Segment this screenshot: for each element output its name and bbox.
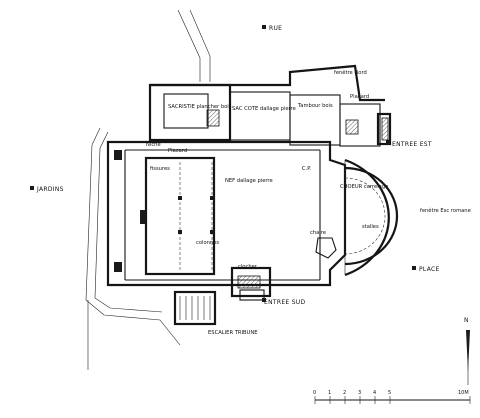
label-sacristie: SACRISTIE plancher bois bbox=[168, 104, 232, 110]
label-niche: Niche bbox=[146, 142, 161, 148]
apse bbox=[344, 158, 399, 277]
bell-tower bbox=[230, 266, 272, 301]
scale-tick-1: 1 bbox=[328, 390, 331, 396]
north-arrow: N bbox=[464, 317, 470, 385]
aisle-block bbox=[144, 156, 216, 276]
pulpit bbox=[315, 237, 337, 259]
label-fenetre-nord: fenêtre Nord bbox=[334, 69, 367, 76]
label-entree-est: ENTREE EST bbox=[392, 141, 432, 148]
east-entrance-porch bbox=[376, 112, 392, 146]
label-stalles: stalles bbox=[362, 224, 379, 230]
scale-bar: 0 1 2 3 4 5 10M bbox=[313, 390, 471, 404]
label-placard-top: Placard bbox=[350, 94, 369, 100]
scale-end: 10M bbox=[458, 390, 469, 396]
label-rue: RUE bbox=[269, 25, 282, 32]
scale-tick-0: 0 bbox=[313, 390, 316, 396]
scale-tick-4: 4 bbox=[373, 390, 376, 396]
label-clocher: clocher bbox=[238, 264, 258, 270]
label-entree-sud: ENTREE SUD bbox=[264, 299, 306, 306]
label-nef: NEF dallage pierre bbox=[225, 178, 273, 184]
garden-boundary bbox=[85, 127, 181, 370]
label-choeur: CHOEUR carrelage bbox=[340, 184, 388, 190]
scale-tick-3: 3 bbox=[358, 390, 361, 396]
scale-tick-2: 2 bbox=[343, 390, 346, 396]
scale-tick-5: 5 bbox=[388, 390, 391, 396]
label-sac-cote: SAC COTE dallage pierre bbox=[232, 106, 296, 112]
label-fissures: fissures bbox=[150, 166, 170, 172]
label-fenetre-esc: fenêtre Esc romane bbox=[420, 207, 471, 214]
columns bbox=[114, 150, 214, 272]
label-cp: C.P. bbox=[302, 166, 312, 172]
label-place: PLACE bbox=[419, 266, 440, 273]
location-markers bbox=[30, 25, 416, 302]
label-tambour: Tambour bois bbox=[297, 103, 333, 109]
label-colonnes: colonnes bbox=[196, 240, 219, 246]
north-label: N bbox=[464, 317, 469, 324]
tribune-stair bbox=[173, 290, 217, 326]
label-placard-left: Placard bbox=[168, 148, 187, 154]
label-jardins: JARDINS bbox=[36, 186, 64, 193]
label-chaire: chaire bbox=[310, 230, 326, 236]
north-annex bbox=[148, 64, 385, 147]
label-escalier-tribune: ESCALIER TRIBUNE bbox=[208, 330, 258, 336]
street-lines bbox=[177, 9, 211, 82]
